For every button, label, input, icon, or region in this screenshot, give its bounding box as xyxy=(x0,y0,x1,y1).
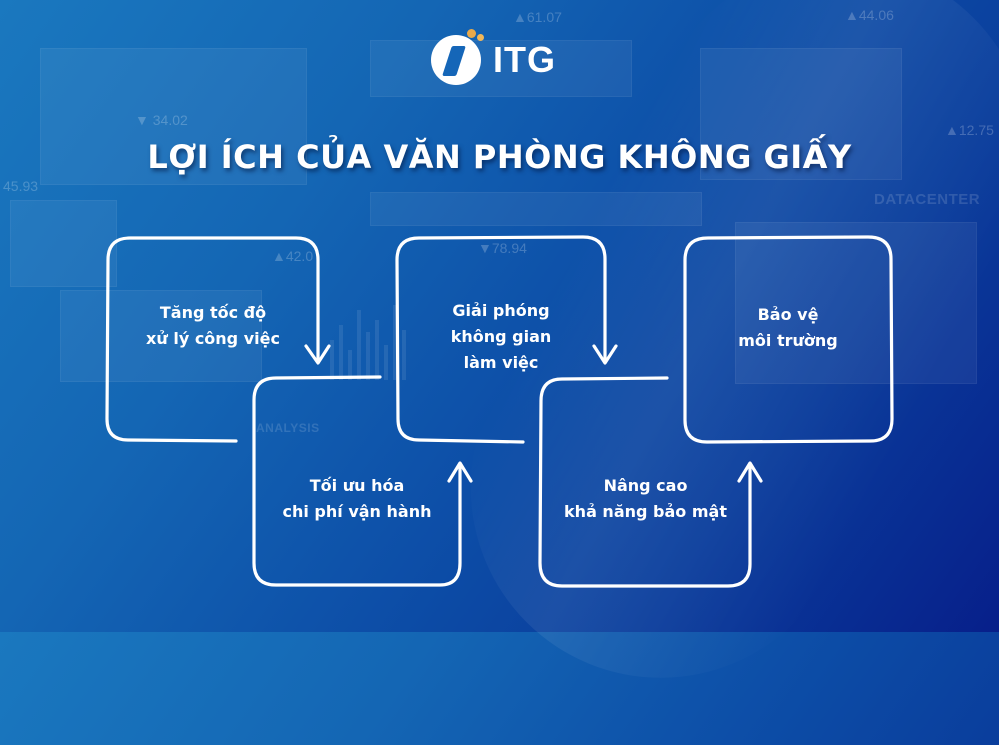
step-3-line-1: Giải phóng xyxy=(452,301,550,320)
step-2-label: Tối ưu hóa chi phí vận hành xyxy=(254,473,460,525)
step-1-outline xyxy=(105,236,320,443)
logo-mark-icon xyxy=(431,29,484,85)
step-5-line-2: môi trường xyxy=(738,331,838,350)
step-4-line-1: Nâng cao xyxy=(603,476,688,495)
step-5-line-1: Bảo vệ xyxy=(757,305,819,324)
itg-logo: ITG xyxy=(431,29,556,89)
step-2-line-1: Tối ưu hóa xyxy=(309,476,405,495)
step-1-line-1: Tăng tốc độ xyxy=(159,303,267,322)
step-3-label: Giải phóng không gian làm việc xyxy=(397,298,605,376)
arrow-down-icon xyxy=(304,344,331,365)
step-1-label: Tăng tốc độ xử lý công việc xyxy=(108,300,318,352)
step-5-label: Bảo vệ môi trường xyxy=(685,302,891,354)
arrow-up-icon xyxy=(447,461,473,483)
flow-diagram-lines xyxy=(0,0,999,632)
step-3-line-3: làm việc xyxy=(463,353,539,372)
page-title: LỢI ÍCH CỦA VĂN PHÒNG KHÔNG GIẤY xyxy=(147,138,852,176)
step-4-line-2: khả năng bảo mật xyxy=(564,502,727,521)
logo-text: ITG xyxy=(493,39,556,80)
arrow-up-icon xyxy=(737,461,763,483)
step-2-line-2: chi phí vận hành xyxy=(282,502,432,521)
step-3-line-2: không gian xyxy=(450,327,552,346)
step-5-outline xyxy=(683,235,894,444)
step-4-label: Nâng cao khả năng bảo mật xyxy=(541,473,750,525)
arrow-down-icon xyxy=(592,344,618,365)
step-1-line-2: xử lý công việc xyxy=(146,329,280,348)
step-3-outline xyxy=(395,235,607,444)
step-4-outline xyxy=(538,376,752,588)
step-2-outline xyxy=(252,375,462,587)
